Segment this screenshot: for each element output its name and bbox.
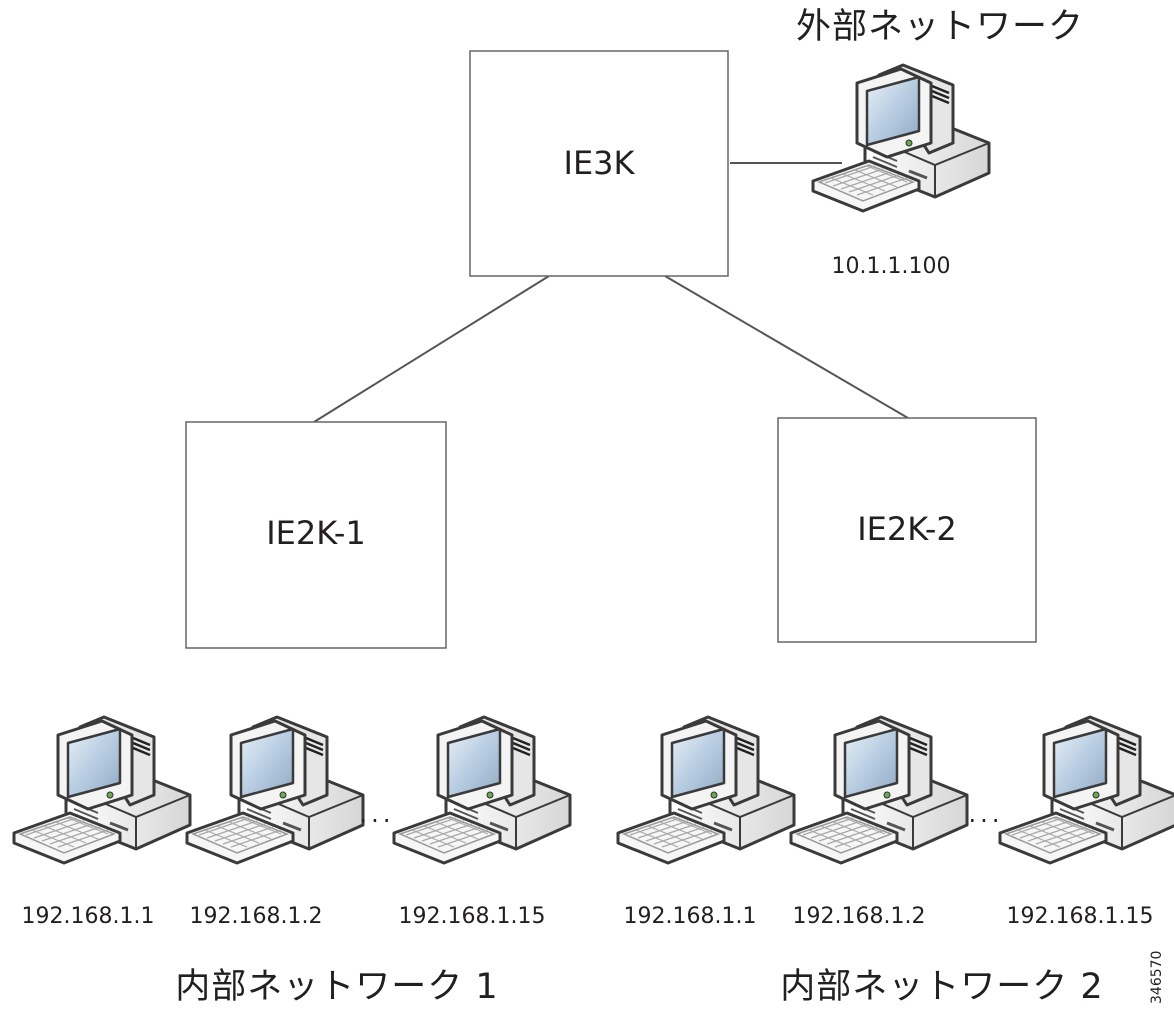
desktop-computer-icon xyxy=(998,715,1174,865)
edge-switch-label-2: IE2K-2 xyxy=(857,510,957,548)
link-ie3k-ie2k-1 xyxy=(313,275,550,423)
net2-host-ip-1: 192.168.1.1 xyxy=(623,904,757,929)
desktop-computer-icon xyxy=(12,715,192,865)
external-network-label: 外部ネットワーク xyxy=(795,7,1085,47)
net1-ellipsis: ... xyxy=(359,800,395,828)
core-switch-label: IE3K xyxy=(563,144,635,182)
figure-id: 346570 xyxy=(1149,950,1165,1004)
desktop-computer-icon xyxy=(811,63,991,213)
net2-host-ip-15: 192.168.1.15 xyxy=(1006,904,1154,929)
net2-ellipsis: ... xyxy=(968,800,1004,828)
net1-host-ip-2: 192.168.1.2 xyxy=(189,904,323,929)
core-switch-box xyxy=(469,50,729,277)
external-host-ip: 10.1.1.100 xyxy=(831,254,951,279)
net1-host-ip-15: 192.168.1.15 xyxy=(398,904,546,929)
edge-switch-box-1 xyxy=(185,421,447,649)
internal-network-label-2: 内部ネットワーク 2 xyxy=(780,967,1104,1007)
desktop-computer-icon xyxy=(392,715,572,865)
desktop-computer-icon xyxy=(616,715,796,865)
desktop-computer-icon xyxy=(185,715,365,865)
link-ie3k-ie2k-2 xyxy=(664,275,909,419)
net2-host-ip-2: 192.168.1.2 xyxy=(792,904,926,929)
net1-host-ip-1: 192.168.1.1 xyxy=(21,904,155,929)
edge-switch-box-2 xyxy=(777,417,1037,643)
internal-network-label-1: 内部ネットワーク 1 xyxy=(175,967,499,1007)
desktop-computer-icon xyxy=(789,715,969,865)
edge-switch-label-1: IE2K-1 xyxy=(266,514,366,552)
